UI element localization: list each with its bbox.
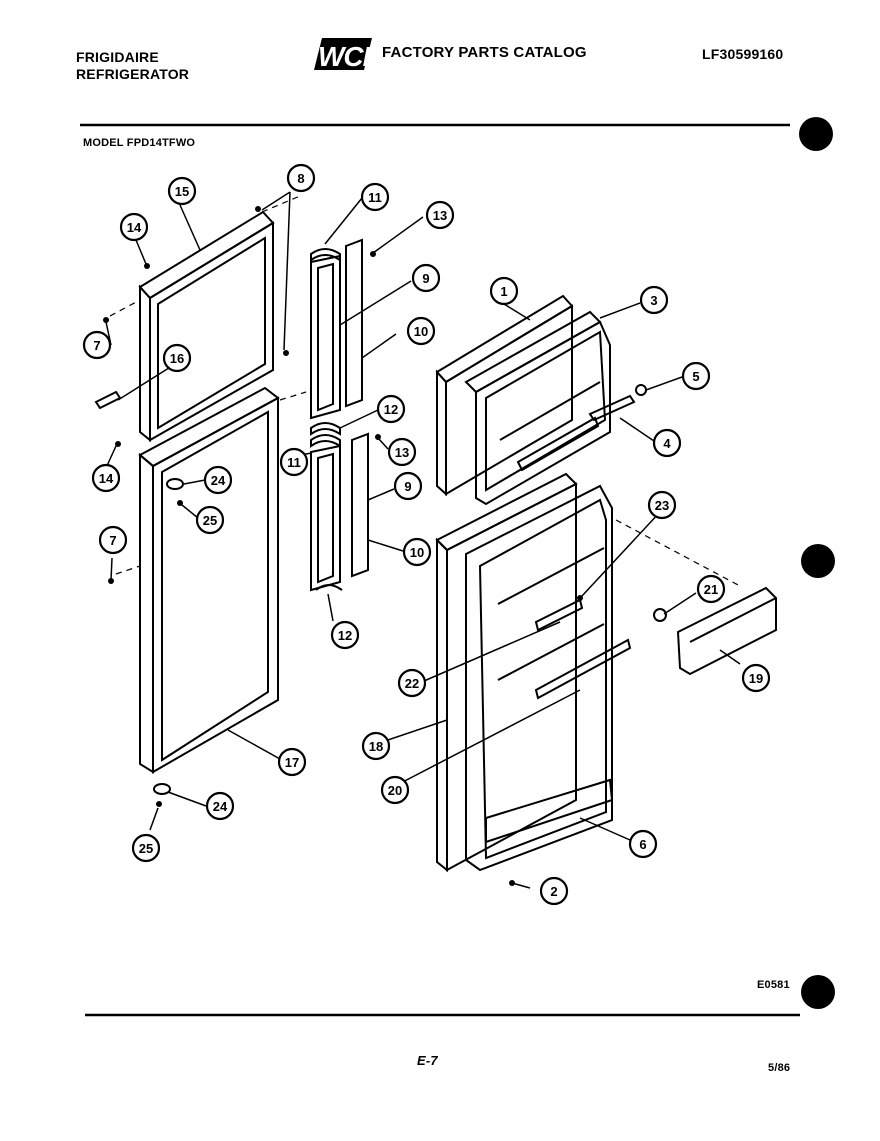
freezer-door-gasket [138, 210, 275, 443]
callout-number: 23 [655, 498, 669, 513]
page-number: E-7 [417, 1053, 438, 1068]
callout-number: 9 [422, 271, 429, 286]
shelf-bar [588, 394, 636, 422]
callout-10-2: 10 [402, 537, 432, 567]
callout-13: 13 [425, 200, 455, 230]
callout-number: 10 [414, 324, 428, 339]
callout-number: 2 [550, 884, 557, 899]
callout-number: 8 [297, 171, 304, 186]
callout-number: 1 [500, 284, 507, 299]
leader-lines [105, 191, 741, 889]
callout-11: 11 [360, 182, 390, 212]
callout-12: 12 [376, 394, 406, 424]
callout-number: 10 [410, 545, 424, 560]
appliance-type: REFRIGERATOR [76, 66, 190, 82]
callout-number: 15 [175, 184, 189, 199]
print-date: 5/86 [768, 1062, 791, 1074]
brand-name: FRIGIDAIRE [76, 49, 159, 65]
callout-9: 9 [411, 263, 441, 293]
callout-number: 7 [109, 533, 116, 548]
callout-15: 15 [167, 176, 197, 206]
svg-text:WCI: WCI [318, 41, 372, 72]
callout-4: 4 [652, 428, 682, 458]
callout-20: 20 [380, 775, 410, 805]
catalog-number: LF30599160 [702, 46, 784, 62]
callout-number: 11 [368, 190, 382, 205]
callout-number: 12 [338, 628, 352, 643]
callout-number: 22 [405, 676, 419, 691]
callout-number: 13 [433, 208, 447, 223]
punch-hole-top [799, 117, 833, 151]
callout-number: 11 [287, 455, 301, 470]
hinge-bushing-lower [153, 783, 171, 795]
callout-23: 23 [647, 490, 677, 520]
callout-12-2: 12 [330, 620, 360, 650]
callout-number: 19 [749, 671, 763, 686]
callout-7-2: 7 [98, 525, 128, 555]
callout-14: 14 [119, 212, 149, 242]
diagram-code: E0581 [757, 979, 790, 991]
callout-10: 10 [406, 316, 436, 346]
callout-layer: 1234567789910101111121213131414151617181… [82, 163, 771, 906]
callout-13-2: 13 [387, 437, 417, 467]
callout-14-2: 14 [91, 463, 121, 493]
callout-number: 12 [384, 402, 398, 417]
punch-hole-bottom [801, 975, 835, 1009]
callout-number: 18 [369, 739, 383, 754]
callout-number: 13 [395, 445, 409, 460]
callout-number: 5 [692, 369, 699, 384]
callout-number: 4 [663, 436, 671, 451]
callout-number: 14 [127, 220, 142, 235]
callout-number: 9 [404, 479, 411, 494]
callout-number: 6 [639, 837, 646, 852]
callout-25-2: 25 [131, 833, 161, 863]
lower-door-handle-assembly [310, 422, 369, 592]
callout-number: 24 [213, 799, 228, 814]
callout-18: 18 [361, 731, 391, 761]
callout-16: 16 [162, 343, 192, 373]
catalog-title: FACTORY PARTS CATALOG [382, 44, 587, 61]
callout-1: 1 [489, 276, 519, 306]
punch-hole-middle [801, 544, 835, 578]
callout-25: 25 [195, 505, 225, 535]
callout-6: 6 [628, 829, 658, 859]
hinge-clip-upper [635, 384, 647, 396]
fresh-food-door-gasket [138, 386, 280, 774]
hinge-clip-lower [653, 608, 667, 622]
door-handle [676, 586, 777, 676]
upper-door-handle-assembly [310, 238, 363, 420]
wci-logo: WCI [314, 38, 373, 72]
model-label: MODEL FPD14TFWO [83, 137, 196, 149]
dashed-guides [109, 195, 741, 587]
callout-number: 14 [99, 471, 114, 486]
callout-number: 25 [203, 513, 217, 528]
callout-number: 16 [170, 351, 184, 366]
callout-2: 2 [539, 876, 569, 906]
callout-number: 17 [285, 755, 299, 770]
callout-24-2: 24 [205, 791, 235, 821]
callout-24: 24 [203, 465, 233, 495]
callout-number: 20 [388, 783, 402, 798]
callout-17: 17 [277, 747, 307, 777]
callout-number: 24 [211, 473, 226, 488]
callout-9-2: 9 [393, 471, 423, 501]
callout-11-2: 11 [279, 447, 309, 477]
callout-19: 19 [741, 663, 771, 693]
callout-number: 7 [93, 338, 100, 353]
callout-number: 3 [650, 293, 657, 308]
callout-22: 22 [397, 668, 427, 698]
callout-3: 3 [639, 285, 669, 315]
callout-5: 5 [681, 361, 711, 391]
callout-number: 25 [139, 841, 153, 856]
freezer-door [435, 294, 611, 506]
callout-8: 8 [286, 163, 316, 193]
fresh-food-door [435, 472, 632, 873]
callout-21: 21 [696, 574, 726, 604]
handle-insert [94, 390, 122, 410]
hinge-bushing-upper [166, 478, 184, 490]
callout-number: 21 [704, 582, 718, 597]
callout-7: 7 [82, 330, 112, 360]
